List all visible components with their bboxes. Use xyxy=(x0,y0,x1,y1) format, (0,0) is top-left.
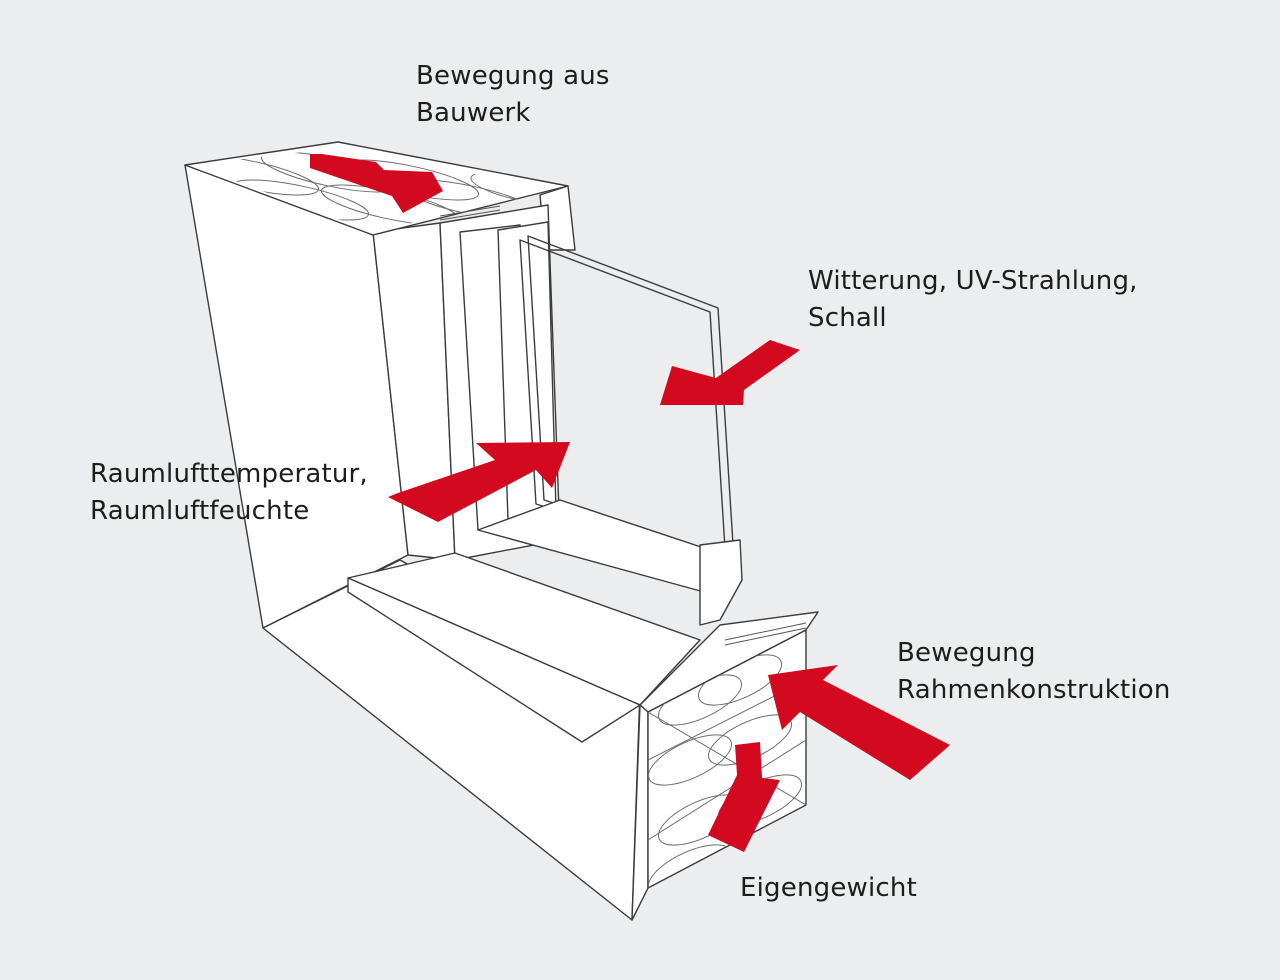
label-indoor-climate-line-1: Raumlufttemperatur, xyxy=(90,459,368,489)
label-building-movement-line-1: Bewegung aus xyxy=(416,61,610,91)
frame-bottom-block xyxy=(699,539,743,626)
label-frame-movement: Bewegung Rahmenkonstruktion xyxy=(897,635,1171,709)
label-weather-line-1: Witterung, UV-Strahlung, xyxy=(808,266,1138,296)
label-dead-weight-line-1: Eigengewicht xyxy=(740,873,917,903)
label-frame-movement-line-2: Rahmenkonstruktion xyxy=(897,675,1171,705)
label-indoor-climate-line-2: Raumluftfeuchte xyxy=(90,496,310,526)
arrow-dead-weight-icon xyxy=(708,742,780,852)
label-dead-weight: Eigengewicht xyxy=(740,870,917,907)
arrow-building-movement-icon xyxy=(310,154,443,213)
arrow-weather-icon xyxy=(660,340,800,405)
label-weather: Witterung, UV-Strahlung, Schall xyxy=(808,263,1138,337)
label-building-movement: Bewegung aus Bauwerk xyxy=(416,58,610,132)
label-building-movement-line-2: Bauwerk xyxy=(416,98,531,128)
label-frame-movement-line-1: Bewegung xyxy=(897,638,1036,668)
label-indoor-climate: Raumlufttemperatur, Raumluftfeuchte xyxy=(90,456,368,530)
window-sill-edge xyxy=(347,577,641,743)
arrow-indoor-climate-icon xyxy=(388,442,570,522)
arrow-frame-movement-icon xyxy=(768,665,950,780)
label-weather-line-2: Schall xyxy=(808,303,887,333)
